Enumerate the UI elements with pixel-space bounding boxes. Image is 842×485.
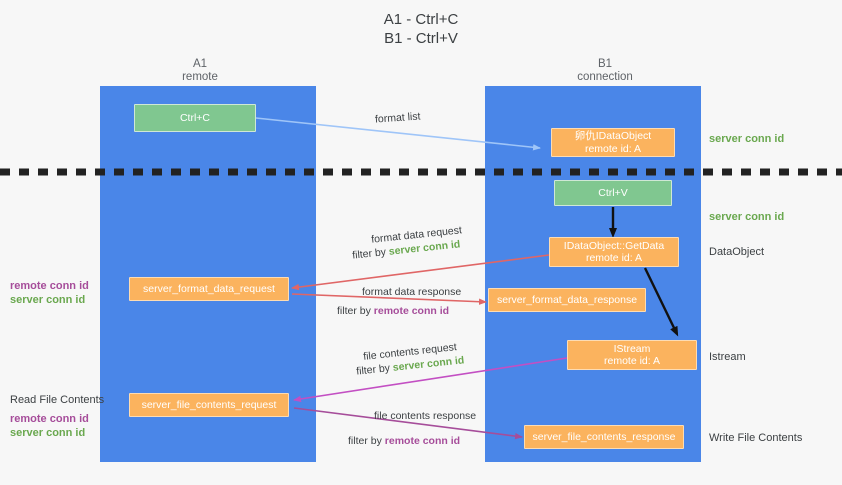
edge-label-format-data-response-filter: filter by remote conn id <box>337 304 449 318</box>
filter-by-text-4: filter by <box>348 435 382 447</box>
left-label-read-file-contents: Read File Contents <box>10 394 105 406</box>
edge-label-format-list: format list <box>374 110 421 126</box>
lane-header-a1-title: A1 <box>192 58 208 70</box>
node-server-format-data-request-label: server_format_data_request <box>143 282 275 295</box>
node-istream-line2: remote id: A <box>603 355 661 367</box>
node-server-file-contents-response-label: server_file_contents_response <box>532 430 676 443</box>
node-server-format-data-response-label: server_format_data_response <box>496 293 638 306</box>
remote-conn-id-text-2: remote conn id <box>384 435 461 447</box>
edge-label-format-data-response: format data response <box>362 286 462 298</box>
node-idataobject[interactable]: 卵仇IDataObject remote id: A <box>551 128 675 157</box>
lane-header-a1-subtitle: remote <box>182 71 218 83</box>
lane-header-b1-title: B1 <box>597 58 613 70</box>
right-label-server-conn-id-top: server conn id <box>709 133 785 145</box>
left-label-conn-ids-top: remote conn id server conn id <box>10 279 89 307</box>
filter-by-text-3: filter by <box>355 362 391 378</box>
node-server-file-contents-response[interactable]: server_file_contents_response <box>524 425 684 449</box>
node-getdata[interactable]: IDataObject::GetData remote id: A <box>549 237 679 267</box>
node-server-file-contents-request-label: server_file_contents_request <box>141 398 277 411</box>
left-server-conn-id-2: server conn id <box>10 427 86 439</box>
node-server-format-data-response[interactable]: server_format_data_response <box>488 288 646 312</box>
filter-by-text-1: filter by <box>351 246 387 262</box>
edge-label-file-contents-response: file contents response <box>374 410 477 422</box>
node-istream[interactable]: IStream remote id: A <box>567 340 697 370</box>
title-line-1: A1 - Ctrl+C <box>383 11 459 28</box>
right-label-dataobject: DataObject <box>709 246 765 258</box>
left-server-conn-id-1: server conn id <box>10 294 86 306</box>
node-getdata-line1: IDataObject::GetData <box>563 239 665 252</box>
remote-conn-id-text-1: remote conn id <box>373 305 450 317</box>
node-ctrl-c[interactable]: Ctrl+C <box>134 104 256 132</box>
node-idataobject-line1: 卵仇IDataObject <box>574 130 652 142</box>
right-label-istream: Istream <box>709 351 746 363</box>
left-label-conn-ids-bottom: remote conn id server conn id <box>10 412 89 440</box>
title-line-2: B1 - Ctrl+V <box>384 30 458 47</box>
right-label-server-conn-id-second: server conn id <box>709 211 785 223</box>
node-server-file-contents-request[interactable]: server_file_contents_request <box>129 393 289 417</box>
node-idataobject-line2: remote id: A <box>584 142 641 155</box>
filter-by-text-2: filter by <box>337 305 371 317</box>
left-remote-conn-id-2: remote conn id <box>10 413 89 425</box>
node-ctrl-v-label: Ctrl+V <box>598 186 628 199</box>
node-server-format-data-request[interactable]: server_format_data_request <box>129 277 289 301</box>
node-istream-line1: IStream <box>613 342 651 355</box>
node-ctrl-v[interactable]: Ctrl+V <box>554 180 672 206</box>
page-title: A1 - Ctrl+C B1 - Ctrl+V <box>0 10 842 48</box>
left-remote-conn-id-1: remote conn id <box>10 280 89 292</box>
right-label-write-file-contents: Write File Contents <box>709 432 803 444</box>
node-getdata-line2: remote id: A <box>585 252 642 264</box>
lane-header-b1: B1 connection <box>540 58 670 84</box>
edge-label-file-contents-response-filter: filter by remote conn id <box>348 434 460 448</box>
lane-header-b1-subtitle: connection <box>577 71 633 83</box>
lane-header-a1: A1 remote <box>140 58 260 84</box>
node-ctrl-c-label: Ctrl+C <box>179 111 211 124</box>
